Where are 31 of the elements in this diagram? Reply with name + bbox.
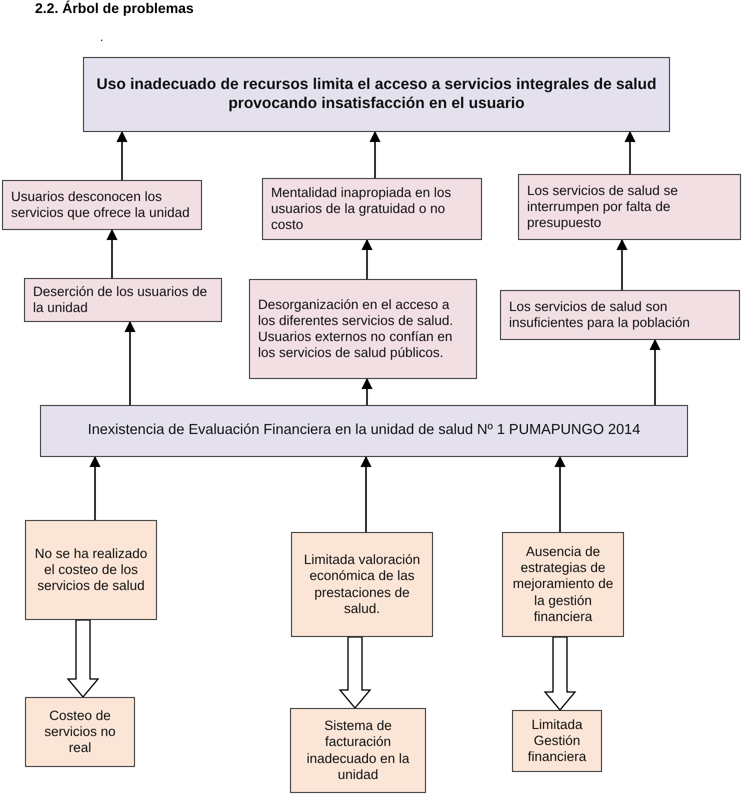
effect-box: Uso inadecuado de recursos limita el acceso a servicios integrales de salud provocando insatisfacción en el usuario: [83, 57, 670, 132]
arrow: [361, 378, 373, 405]
arrow: [89, 456, 101, 520]
effect-box: Los servicios de salud se interrumpen por falta de presupuesto: [518, 174, 741, 240]
arrow: [369, 130, 381, 178]
cause-box: Limitada Gestión financiera: [512, 710, 602, 772]
note-text: .: [100, 30, 104, 44]
block-arrow: [338, 636, 372, 710]
effect-box: Usuarios desconocen los servicios que ofrece la unidad: [2, 180, 202, 230]
cause-box: No se ha realizado el costeo de los servicios de salud: [25, 520, 157, 620]
arrow: [360, 456, 372, 532]
arrow: [116, 130, 128, 180]
effect-box: Mentalidad inapropiada en los usuarios de la gratuidad o no costo: [262, 178, 482, 240]
effect-box: Los servicios de salud son insuficientes para la población: [500, 290, 740, 340]
arrow: [616, 238, 628, 290]
arrow: [649, 338, 661, 405]
cause-box: Limitada valoración económica de las prestaciones de salud.: [291, 532, 433, 637]
arrow: [624, 130, 636, 174]
arrow: [106, 228, 118, 278]
section-heading: 2.2. Árbol de problemas: [35, 0, 194, 16]
block-arrow: [544, 636, 576, 712]
effect-box: Deserción de los usuarios de la unidad: [24, 278, 222, 322]
problem-box: Inexistencia de Evaluación Financiera en la unidad de salud Nº 1 PUMAPUNGO 2014: [40, 405, 688, 457]
cause-box: Sistema de facturación inadecuado en la unidad: [290, 708, 426, 793]
effect-box: Desorganización en el acceso a los diferentes servicios de salud. Usuarios externos no confían en los servicios de salud públicos.: [249, 279, 477, 379]
block-arrow: [66, 619, 100, 698]
cause-box: Ausencia de estrategias de mejoramiento de la gestión financiera: [502, 532, 624, 637]
cause-box: Costeo de servicios no real: [25, 697, 135, 767]
arrow: [361, 238, 373, 279]
arrow: [554, 456, 566, 532]
arrow: [124, 320, 136, 405]
